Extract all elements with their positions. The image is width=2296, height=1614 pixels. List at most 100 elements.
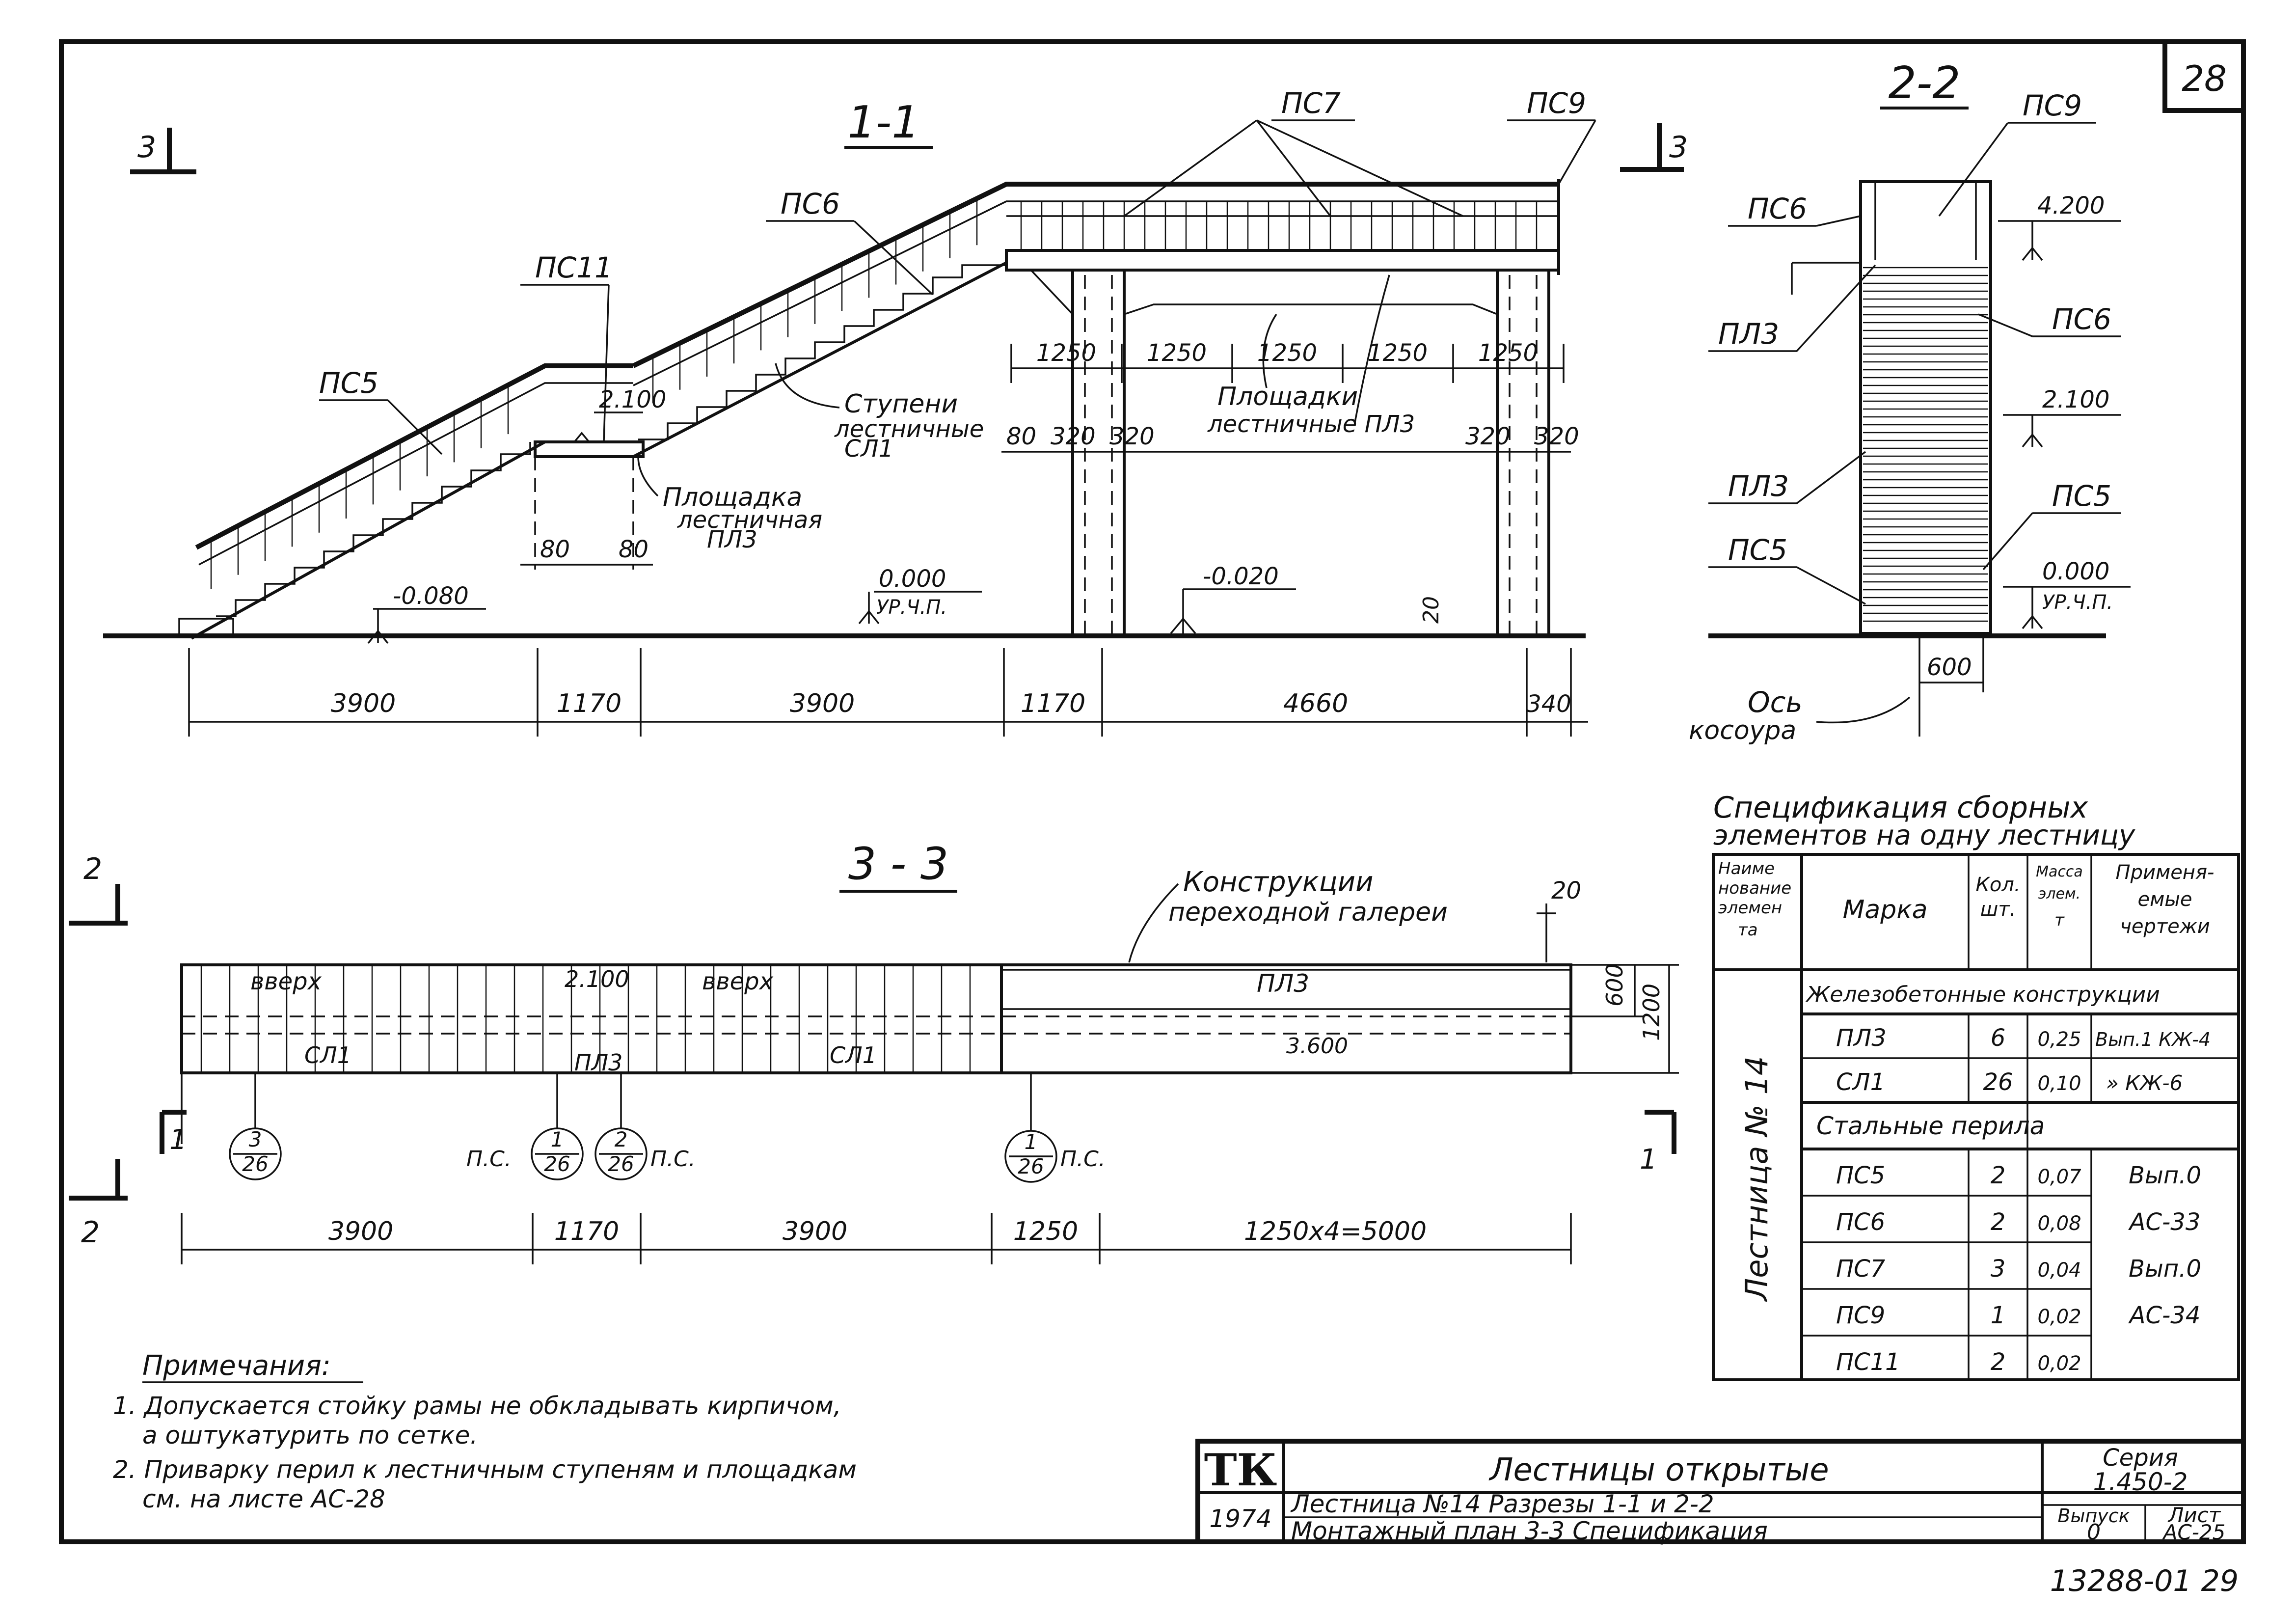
label-landing-2: лестничная: [677, 506, 822, 534]
label-2-2-pc9: ПС9: [2023, 89, 2082, 122]
plan-dim-row: 3900 1170 3900 1250 1250x4=5000: [181, 1213, 1572, 1264]
plan-up-1: вверх: [250, 968, 322, 995]
dim-320-d: 320: [1534, 423, 1579, 450]
cut-mark-2-bottom: 2: [81, 1215, 100, 1250]
spec-r1-qty: 6: [1991, 1024, 2006, 1052]
spec-group-steel: Стальные перила: [1816, 1112, 2045, 1140]
spec-s4-mass: 0,02: [2037, 1306, 2081, 1328]
callout-4-top: 1: [1025, 1130, 1038, 1154]
title-block: ТК 1974 Лестницы открытые Лестница №14 Р…: [1195, 1439, 2246, 1545]
dim-bottom-6: 340: [1526, 690, 1571, 718]
label-steps-2: лестничные: [834, 415, 984, 443]
section-2-2-title: 2-2: [1889, 57, 1961, 109]
plan-dim-1200: 1200: [1638, 984, 1665, 1041]
callout-4: 1 26: [1004, 1130, 1057, 1183]
level-2-2-ur-chp: УР.Ч.П.: [2042, 591, 2113, 614]
label-2-2-pl3a: ПЛ3: [1718, 317, 1779, 351]
title-year: 1974: [1209, 1505, 1271, 1533]
callout-3: 2 26: [594, 1127, 648, 1180]
dim-20: 20: [1419, 596, 1444, 624]
dim-top-4: 1250: [1368, 339, 1428, 367]
plan-dim-2: 1170: [554, 1217, 619, 1246]
label-2-2-pl3b: ПЛ3: [1728, 469, 1789, 503]
plan-pl3-a: ПЛ3: [574, 1049, 622, 1076]
title-logo: ТК: [1204, 1444, 1277, 1496]
spec-h-qty-1: Кол.: [1975, 874, 2020, 896]
title-sub-1: Лестница №14 Разрезы 1-1 и 2-2: [1290, 1490, 1714, 1518]
cut-mark-2-top: 2: [83, 852, 102, 886]
cut-mark-3-left: 3: [137, 130, 156, 164]
dim-top-3: 1250: [1257, 339, 1317, 367]
label-landings-2: лестничные ПЛ3: [1207, 410, 1415, 438]
spec-s1-mark: ПС5: [1836, 1162, 1885, 1189]
dim-80-b: 80: [619, 536, 648, 563]
level-2-2-2100: 2.100: [2042, 386, 2109, 413]
spec-s2-ref: АС-33: [2128, 1208, 2201, 1236]
callout-4-bottom: 26: [1018, 1154, 1044, 1178]
spec-s3-qty: 3: [1991, 1255, 2006, 1283]
upper-flight-steps: [638, 264, 1006, 440]
dim-2-2-600: 600: [1927, 654, 1972, 681]
level-0000: 0.000: [879, 565, 946, 593]
cut-mark-3-right: 3: [1669, 130, 1688, 164]
dim-80-c: 80: [1006, 423, 1036, 450]
callout-2-top: 1: [551, 1127, 564, 1151]
callout-1-bottom: 26: [242, 1152, 268, 1176]
dim-top-2: 1250: [1147, 339, 1207, 367]
plan-3-3: 3 - 3 Конструкции переходной галереи вве…: [69, 838, 1679, 1264]
title-series-value: 1.450-2: [2093, 1468, 2188, 1496]
lower-flight-handrail: [195, 363, 633, 550]
spec-table: Спецификация сборных элементов на одну л…: [1712, 791, 2240, 1381]
label-pc5: ПС5: [319, 366, 378, 400]
title-main: Лестницы открытые: [1488, 1452, 1829, 1488]
plan-sl1-b: СЛ1: [830, 1042, 877, 1068]
dim-bottom-2: 1170: [557, 689, 621, 718]
spec-h-mass-2: элем.: [2038, 885, 2080, 903]
notes: Примечания: 1. Допускается стойку рамы н…: [113, 1350, 857, 1513]
label-steps-1: Ступени: [844, 389, 958, 419]
plan-sl1-a: СЛ1: [304, 1042, 351, 1068]
dim-row-top: 1250 1250 1250 1250 1250: [1010, 339, 1565, 383]
spec-h-name-1: Наиме: [1718, 859, 1775, 878]
section-1-1-title: 1-1: [848, 97, 920, 148]
spec-h-mass-1: Масса: [2036, 863, 2083, 880]
upper-flight-handrail: [632, 182, 1559, 368]
callout-3-bottom: 26: [608, 1152, 634, 1176]
plan-up-2: вверх: [702, 968, 774, 995]
gallery-label-1: Конструкции: [1183, 866, 1373, 898]
plan-ps-2: П.С.: [650, 1147, 696, 1172]
spec-s2-qty: 2: [1991, 1208, 2006, 1236]
title-issue-value: 0: [2087, 1520, 2101, 1545]
lower-flight-steps: [216, 442, 531, 617]
spec-r1-mark: ПЛ3: [1836, 1024, 1887, 1052]
callout-2-bottom: 26: [544, 1152, 570, 1176]
spec-side-label: Лестница № 14: [1739, 1056, 1775, 1302]
spec-title-1: Спецификация сборных: [1713, 791, 2088, 825]
gallery-column-right: [1496, 270, 1550, 636]
section-2-2: 2-2 ПС9 ПС6 ПЛ3 ПС6 ПЛ3 ПС5 ПС5 4.200: [1689, 57, 2131, 745]
spec-s4-ref: АС-34: [2128, 1302, 2201, 1329]
spec-h-name-2: нование: [1718, 878, 1791, 898]
label-2-2-pc5b: ПС5: [1728, 533, 1787, 567]
notes-line-4: см. на листе АС-28: [142, 1485, 385, 1513]
level-ur-chp: УР.Ч.П.: [876, 596, 947, 619]
plan-dim-5: 1250x4=5000: [1244, 1217, 1427, 1246]
label-2-2-pc6b: ПС6: [2052, 302, 2111, 336]
title-series-label: Серия: [2103, 1444, 2178, 1472]
callout-1: 3 26: [229, 1127, 282, 1180]
spec-h-name-3: элемен: [1718, 898, 1782, 918]
spec-s1-qty: 2: [1991, 1162, 2006, 1189]
dim-bottom-5: 4660: [1283, 689, 1348, 718]
level-m0020: -0.020: [1203, 563, 1279, 590]
dim-80-a: 80: [540, 536, 570, 563]
spec-h-mark: Марка: [1842, 895, 1927, 925]
spec-r1-mass: 0,25: [2037, 1028, 2081, 1051]
plan-dim-20: 20: [1551, 877, 1581, 904]
level-m0080: -0.080: [393, 582, 469, 610]
page-number: 28: [2182, 58, 2227, 99]
middle-landing: [534, 440, 645, 458]
spec-s1-mass: 0,07: [2037, 1166, 2081, 1188]
cut-mark-1-left: 1: [169, 1124, 187, 1156]
